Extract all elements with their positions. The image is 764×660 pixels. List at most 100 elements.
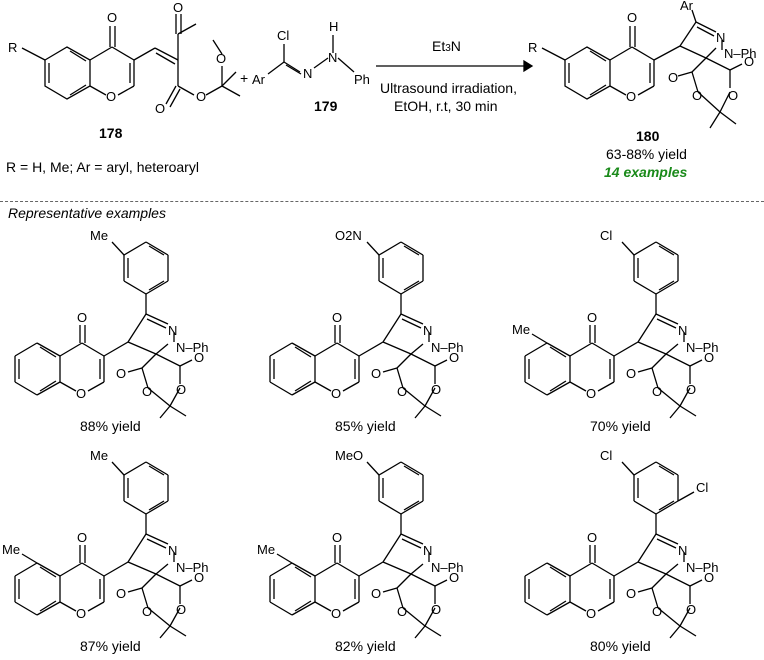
example-yield: 82% yield xyxy=(335,638,396,654)
example-yield: 87% yield xyxy=(80,638,141,654)
atom-label-n: N xyxy=(328,50,337,65)
atom-label-o: O xyxy=(728,88,738,103)
reactant-179-structure: Cl Ar N N H Ph xyxy=(252,19,370,87)
reactant-178-structure: O O O O O O R xyxy=(8,0,241,116)
atom-label-o: O xyxy=(332,310,342,325)
atom-label-o: O xyxy=(107,10,117,25)
atom-label-nph: N–Ph xyxy=(176,560,209,575)
atom-label-n: N xyxy=(423,323,432,338)
atom-label-ar: Ar xyxy=(680,0,694,13)
compound-number-180: 180 xyxy=(636,128,660,144)
atom-label-o: O xyxy=(652,384,662,399)
atom-label-o: O xyxy=(397,384,407,399)
atom-label-nph: N–Ph xyxy=(431,340,464,355)
atom-label-o: O xyxy=(692,88,702,103)
aryl-substituent-label: Me xyxy=(90,448,108,463)
atom-label-o: O xyxy=(449,570,459,585)
atom-label-o: O xyxy=(77,310,87,325)
atom-label-o: O xyxy=(626,366,636,381)
atom-label-o: O xyxy=(196,89,206,104)
atom-label-o: O xyxy=(331,606,341,621)
atom-label-o: O xyxy=(142,384,152,399)
aryl-substituent-label: Cl xyxy=(600,448,612,463)
atom-label-o: O xyxy=(586,606,596,621)
atom-label-nph: N–Ph xyxy=(431,560,464,575)
atom-label-o: O xyxy=(587,310,597,325)
aryl-substituent-label: Cl xyxy=(600,228,612,243)
r-substituent-label: R xyxy=(528,40,537,55)
atom-label-o: O xyxy=(155,101,165,116)
atom-label-o: O xyxy=(371,366,381,381)
atom-label-o: O xyxy=(176,602,186,617)
atom-label-o: O xyxy=(431,382,441,397)
atom-label-n: N xyxy=(423,543,432,558)
atom-label-o: O xyxy=(431,602,441,617)
atom-label-o: O xyxy=(142,604,152,619)
atom-label-ar: Ar xyxy=(252,72,266,87)
atom-label-o: O xyxy=(449,350,459,365)
atom-label-o: O xyxy=(668,70,678,85)
atom-label-o: O xyxy=(686,602,696,617)
atom-label-n: N xyxy=(168,323,177,338)
atom-label-n: N xyxy=(678,543,687,558)
r-substituent-label: Me xyxy=(2,542,20,557)
example-yield: 80% yield xyxy=(590,638,651,654)
atom-label-o: O xyxy=(626,89,636,104)
atom-label-o: O xyxy=(194,350,204,365)
atom-label-o: O xyxy=(704,350,714,365)
conditions-line1: Ultrasound irradiation, xyxy=(380,80,517,96)
atom-label-o: O xyxy=(173,0,183,15)
atom-label-n: N xyxy=(303,66,312,81)
plus-sign: + xyxy=(240,70,249,86)
atom-label-o: O xyxy=(331,386,341,401)
aryl-substituent-label: Me xyxy=(90,228,108,243)
example-yield: 88% yield xyxy=(80,418,141,434)
example-count: 14 examples xyxy=(604,164,688,180)
aryl-substituent-label: O2N xyxy=(335,228,362,243)
product-yield-range: 63-88% yield xyxy=(606,146,687,162)
atom-label-o: O xyxy=(371,586,381,601)
atom-label-n: N xyxy=(168,543,177,558)
atom-label-o: O xyxy=(652,604,662,619)
aryl-substituent2-label: Cl xyxy=(696,480,708,495)
atom-label-h: H xyxy=(329,19,338,34)
atom-label-o: O xyxy=(76,606,86,621)
atom-label-o: O xyxy=(626,586,636,601)
r-substituent-label: R xyxy=(8,40,17,55)
product-180-structure: O O Ar N N–Ph O O O O R xyxy=(528,0,757,129)
aryl-substituent-label: MeO xyxy=(335,448,363,463)
atom-label-o: O xyxy=(744,54,754,69)
atom-label-o: O xyxy=(176,382,186,397)
atom-label-ph: Ph xyxy=(354,72,370,87)
atom-label-nph: N–Ph xyxy=(176,340,209,355)
atom-label-o: O xyxy=(106,89,116,104)
atom-label-o: O xyxy=(116,586,126,601)
atom-label-o: O xyxy=(587,530,597,545)
reaction-arrow xyxy=(376,59,534,73)
conditions-line2: EtOH, r.t, 30 min xyxy=(394,98,498,114)
atom-label-n: N xyxy=(716,30,725,45)
example-yield: 85% yield xyxy=(335,418,396,434)
atom-label-o: O xyxy=(586,386,596,401)
r-substituent-label: Me xyxy=(512,322,530,337)
atom-label-o: O xyxy=(77,530,87,545)
section-title: Representative examples xyxy=(8,205,166,221)
atom-label-o: O xyxy=(76,386,86,401)
atom-label-o: O xyxy=(627,10,637,25)
section-divider xyxy=(0,201,764,202)
atom-label-o: O xyxy=(397,604,407,619)
substituents-note: R = H, Me; Ar = aryl, heteroaryl xyxy=(6,159,199,175)
reagent-label: Et3N xyxy=(432,38,461,54)
atom-label-nph: N–Ph xyxy=(724,46,757,61)
atom-label-o: O xyxy=(332,530,342,545)
atom-label-o: O xyxy=(686,382,696,397)
atom-label-cl: Cl xyxy=(277,28,289,43)
compound-number-178: 178 xyxy=(99,125,123,141)
r-substituent-label: Me xyxy=(257,542,275,557)
